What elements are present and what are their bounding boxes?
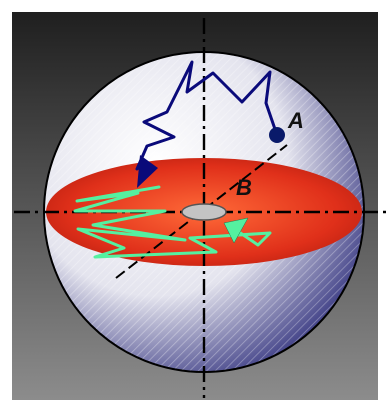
blue-path-from-a bbox=[135, 60, 279, 171]
label-b: B bbox=[236, 175, 252, 200]
green-path-on-disk bbox=[73, 185, 272, 259]
blue-path-arrowhead bbox=[137, 155, 158, 188]
center-target bbox=[181, 203, 227, 221]
green-path-arrowhead bbox=[223, 217, 249, 244]
start-point-a bbox=[269, 127, 285, 143]
label-a: A bbox=[287, 108, 304, 133]
